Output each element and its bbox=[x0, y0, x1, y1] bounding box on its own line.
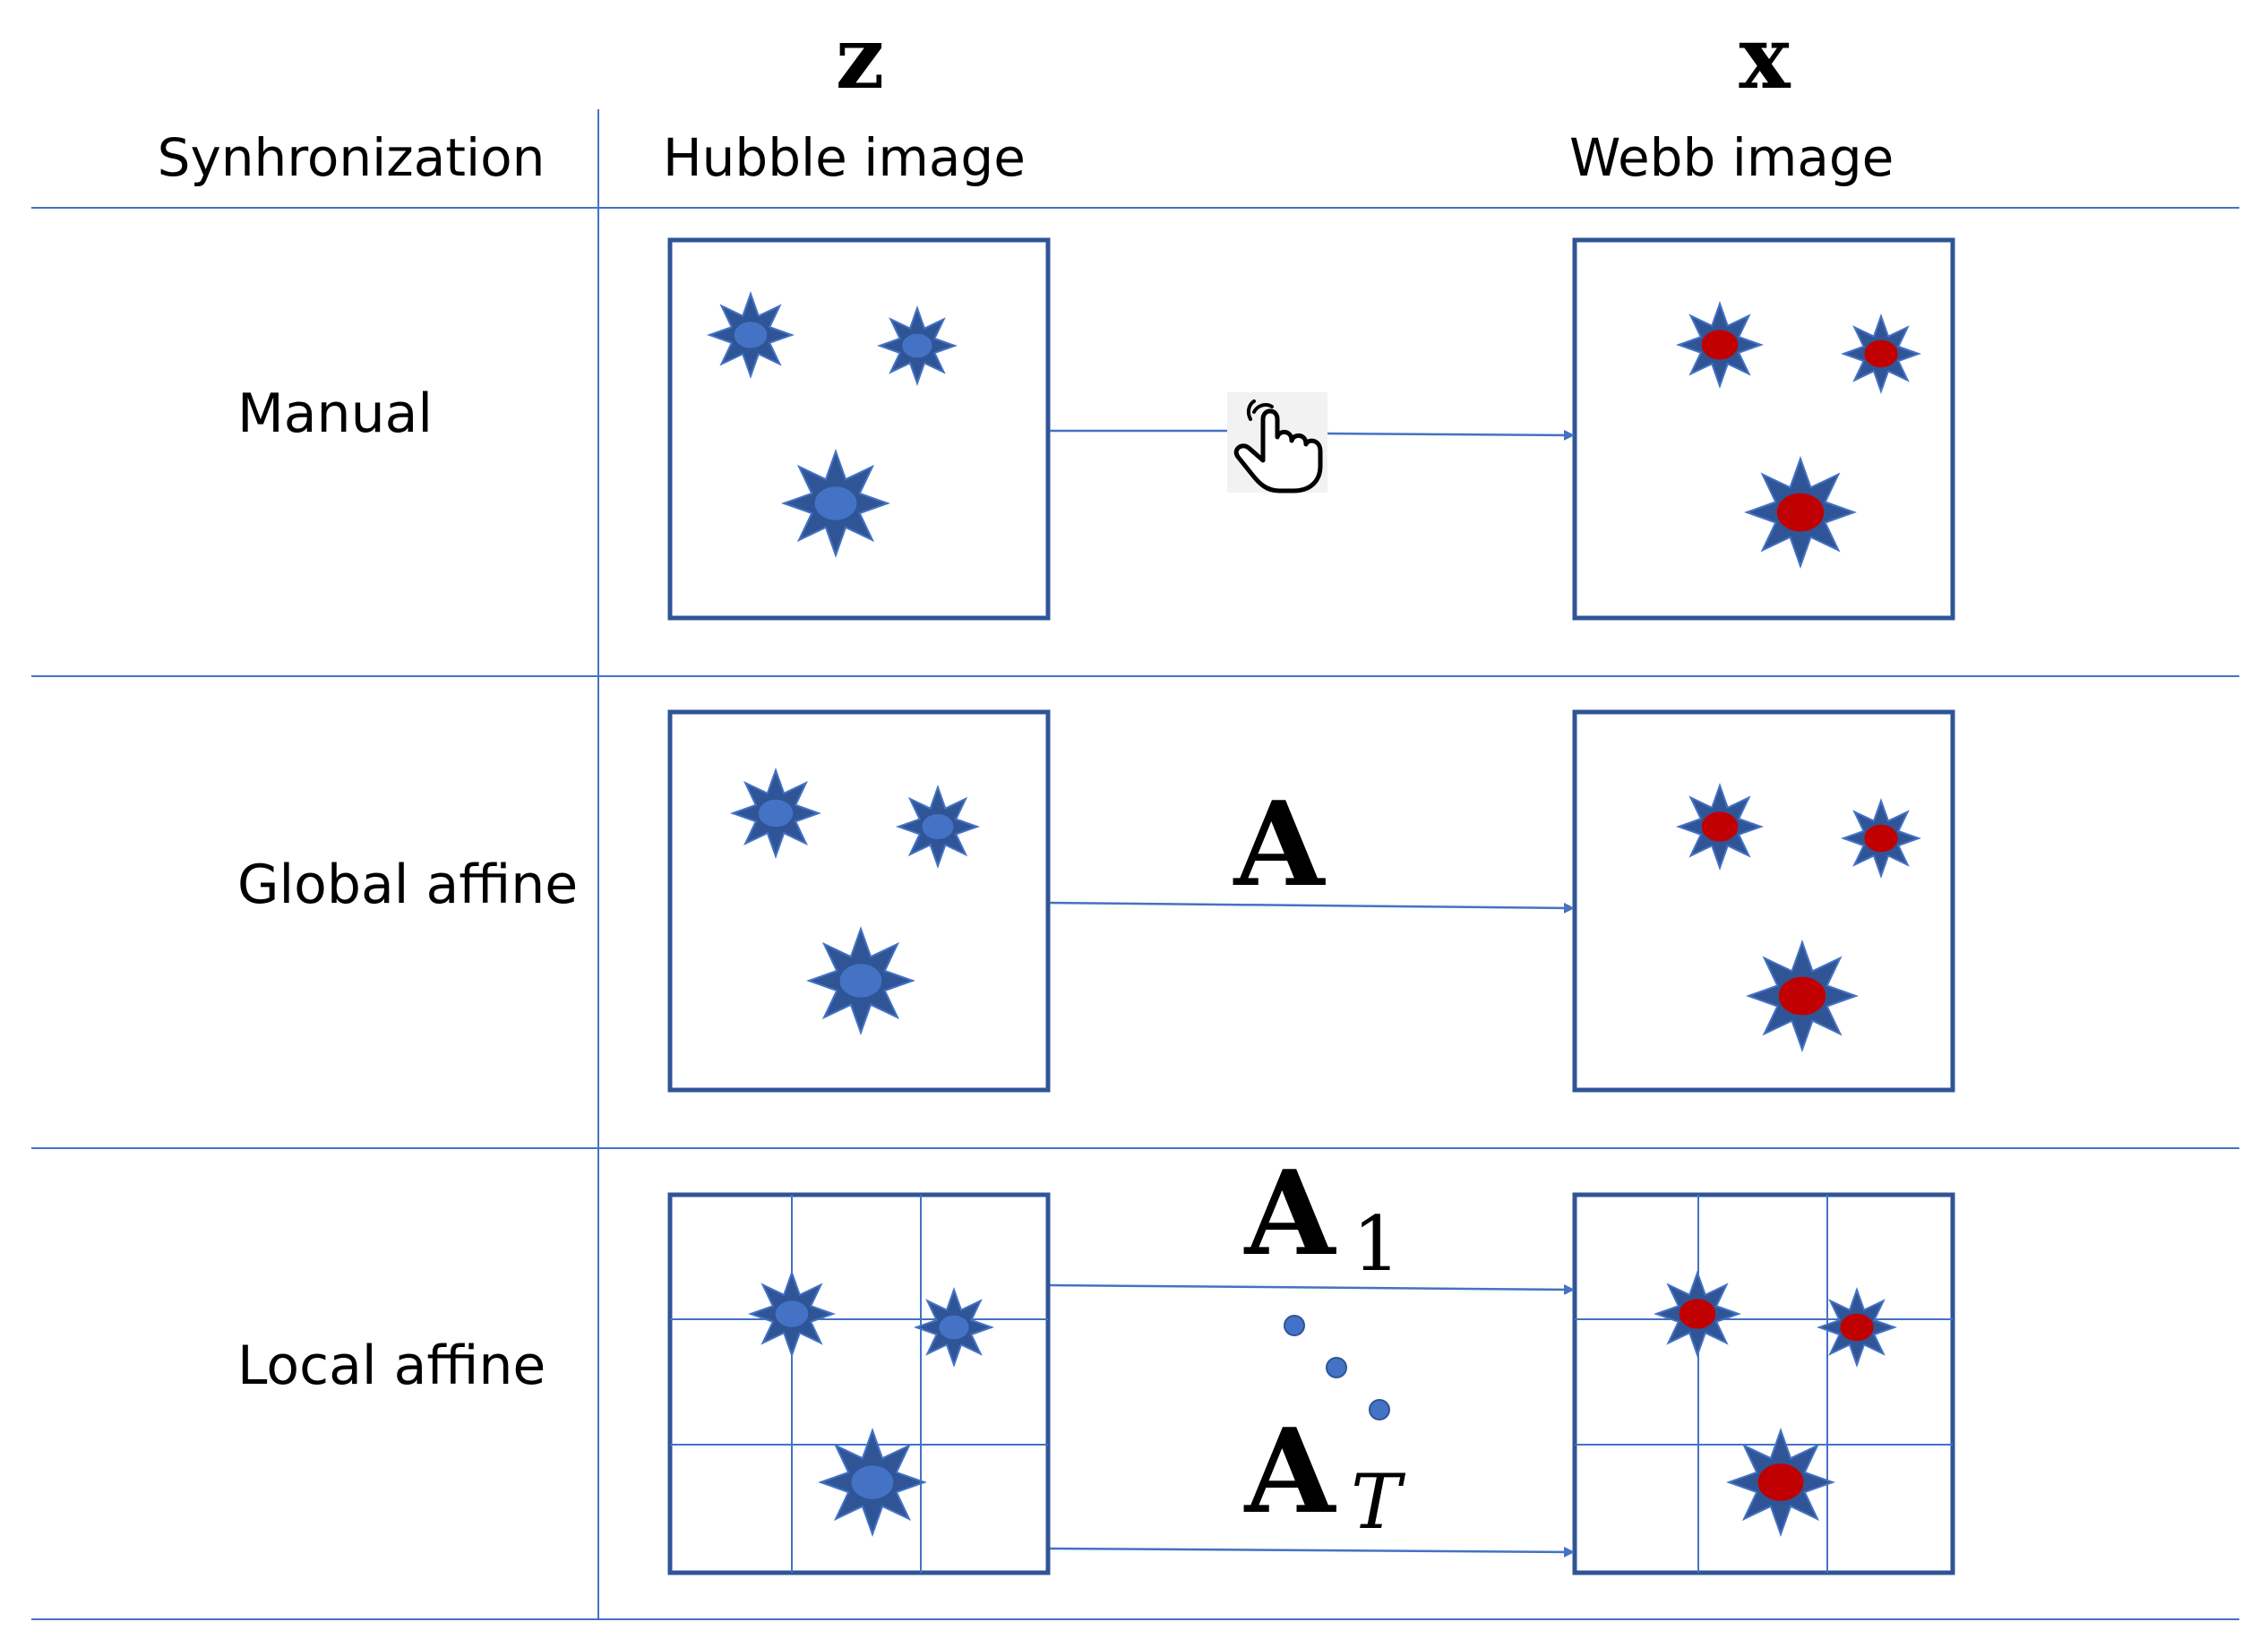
local-affine-symbol-top: A 1 bbox=[1243, 1145, 1401, 1288]
row-label-local-affine: Local affine bbox=[237, 1334, 546, 1397]
row-label-manual: Manual bbox=[237, 382, 433, 445]
red-star-icon bbox=[1841, 313, 1921, 394]
red-star-icon bbox=[1676, 783, 1764, 871]
blue-star-icon bbox=[707, 291, 795, 379]
x-symbol: x bbox=[1739, 7, 1791, 108]
column-header-synchronization: Synhronization bbox=[158, 127, 546, 188]
blue-star-icon bbox=[781, 449, 890, 558]
local-affine-symbol-base-bottom: A bbox=[1243, 1403, 1337, 1540]
local-affine-symbol-sub: 1 bbox=[1353, 1200, 1400, 1288]
blue-star-icon bbox=[818, 1428, 927, 1537]
local-affine-symbol-base: A bbox=[1243, 1145, 1337, 1282]
global-affine-arrow bbox=[1049, 901, 1575, 914]
local-affine-arrow-bottom bbox=[1049, 1546, 1575, 1557]
webb-frame-manual bbox=[1572, 237, 1955, 621]
hubble-image-label: Hubble image bbox=[663, 127, 1026, 188]
global-affine-symbol: A bbox=[1233, 776, 1327, 913]
blue-star-icon bbox=[914, 1287, 994, 1368]
blue-star-icon bbox=[748, 1270, 836, 1358]
z-symbol: z bbox=[836, 7, 885, 108]
red-star-icon bbox=[1676, 301, 1764, 389]
local-grid-hubble bbox=[670, 1195, 1048, 1573]
blue-star-icon bbox=[877, 305, 958, 386]
table-grid bbox=[31, 109, 2239, 1620]
local-affine-symbol-bottom: A T bbox=[1243, 1403, 1406, 1546]
row-label-global-affine: Global affine bbox=[237, 854, 578, 916]
red-star-icon bbox=[1746, 940, 1859, 1052]
hubble-frame-global bbox=[667, 709, 1051, 1093]
local-affine-symbol-sub-bottom: T bbox=[1351, 1458, 1406, 1546]
hubble-frame-manual bbox=[667, 237, 1051, 621]
blue-star-icon bbox=[806, 926, 915, 1035]
stars-layer bbox=[707, 291, 1921, 1537]
manual-arrow bbox=[1325, 429, 1575, 441]
hubble-frame-local bbox=[667, 1192, 1051, 1575]
blue-star-icon bbox=[896, 785, 980, 869]
local-affine-arrow-top bbox=[1049, 1283, 1575, 1295]
hand-pointer-icon bbox=[1227, 392, 1327, 493]
webb-frame-global bbox=[1572, 709, 1955, 1093]
red-star-icon bbox=[1744, 456, 1857, 569]
red-star-icon bbox=[1841, 798, 1921, 879]
blue-star-icon bbox=[730, 768, 821, 859]
webb-image-label: Webb image bbox=[1569, 127, 1894, 188]
red-star-icon bbox=[1654, 1270, 1741, 1358]
webb-frame-local bbox=[1572, 1192, 1955, 1575]
red-star-icon bbox=[1726, 1428, 1835, 1537]
ellipsis-dots-icon bbox=[1284, 1315, 1390, 1420]
local-grid-webb bbox=[1575, 1195, 1953, 1573]
red-star-icon bbox=[1817, 1287, 1897, 1368]
